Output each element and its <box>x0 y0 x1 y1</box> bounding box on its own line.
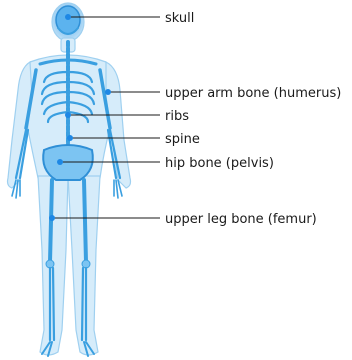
knee-bone <box>46 260 54 268</box>
ribs-label: ribs <box>165 109 189 124</box>
humerus-dot <box>105 89 111 95</box>
femur-dot <box>49 215 55 221</box>
knee-bone-right <box>82 260 90 268</box>
pelvis-dot <box>57 159 63 165</box>
spine-label: spine <box>165 132 200 147</box>
femur-label: upper leg bone (femur) <box>165 212 317 227</box>
femur-bone-right <box>84 180 86 262</box>
pelvis-label: hip bone (pelvis) <box>165 156 274 171</box>
skeleton <box>12 6 122 356</box>
skull-label: skull <box>165 11 194 26</box>
skull-dot <box>65 14 71 20</box>
humerus-label: upper arm bone (humerus) <box>165 86 341 101</box>
ribs-dot <box>65 112 71 118</box>
femur-bone <box>50 180 52 262</box>
spine-dot <box>67 135 73 141</box>
